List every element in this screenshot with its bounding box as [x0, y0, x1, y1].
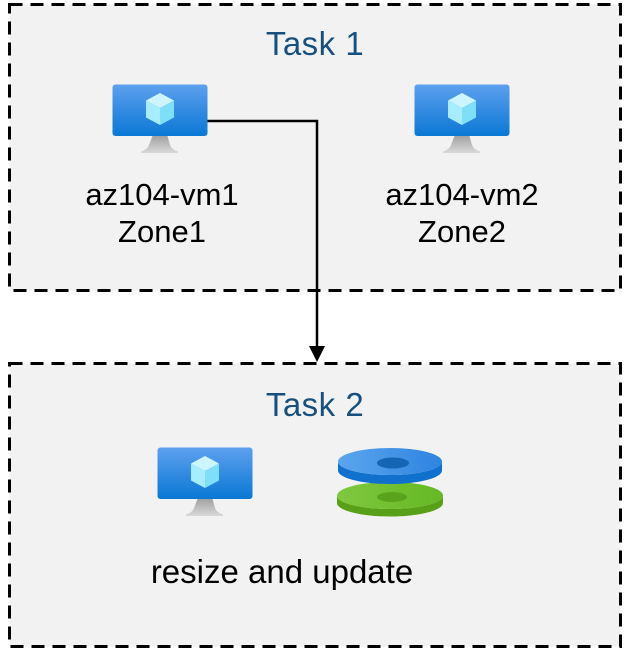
vm-cube-icon [448, 93, 476, 125]
virtual-machine-icon [157, 447, 253, 516]
vm-stand [141, 136, 178, 153]
vm1-label: az104-vm1 Zone1 [62, 176, 262, 250]
vm2-zone: Zone2 [418, 214, 506, 249]
vm2-name: az104-vm2 [385, 177, 539, 212]
vm-cube-icon [191, 456, 219, 488]
arrow-line [207, 119, 319, 348]
task1-box [8, 3, 622, 292]
blue-disk [338, 448, 442, 484]
vm-stand [443, 136, 480, 153]
green-disk [337, 482, 443, 517]
vm2-label: az104-vm2 Zone2 [362, 176, 562, 250]
vm-stand [186, 499, 223, 516]
task2-caption: resize and update [150, 553, 414, 590]
managed-disks-icon [337, 448, 443, 517]
vm1-zone: Zone1 [118, 214, 206, 249]
virtual-machine-icon [112, 84, 208, 153]
task2-box [8, 362, 622, 648]
task2-title: Task 2 [265, 386, 365, 423]
elbow-arrow-connector [207, 119, 325, 362]
task1-title: Task 1 [265, 25, 365, 62]
arrow-head-icon [309, 346, 325, 362]
virtual-machine-icon [414, 84, 510, 153]
vm-cube-icon [146, 93, 174, 125]
vm1-name: az104-vm1 [85, 177, 239, 212]
